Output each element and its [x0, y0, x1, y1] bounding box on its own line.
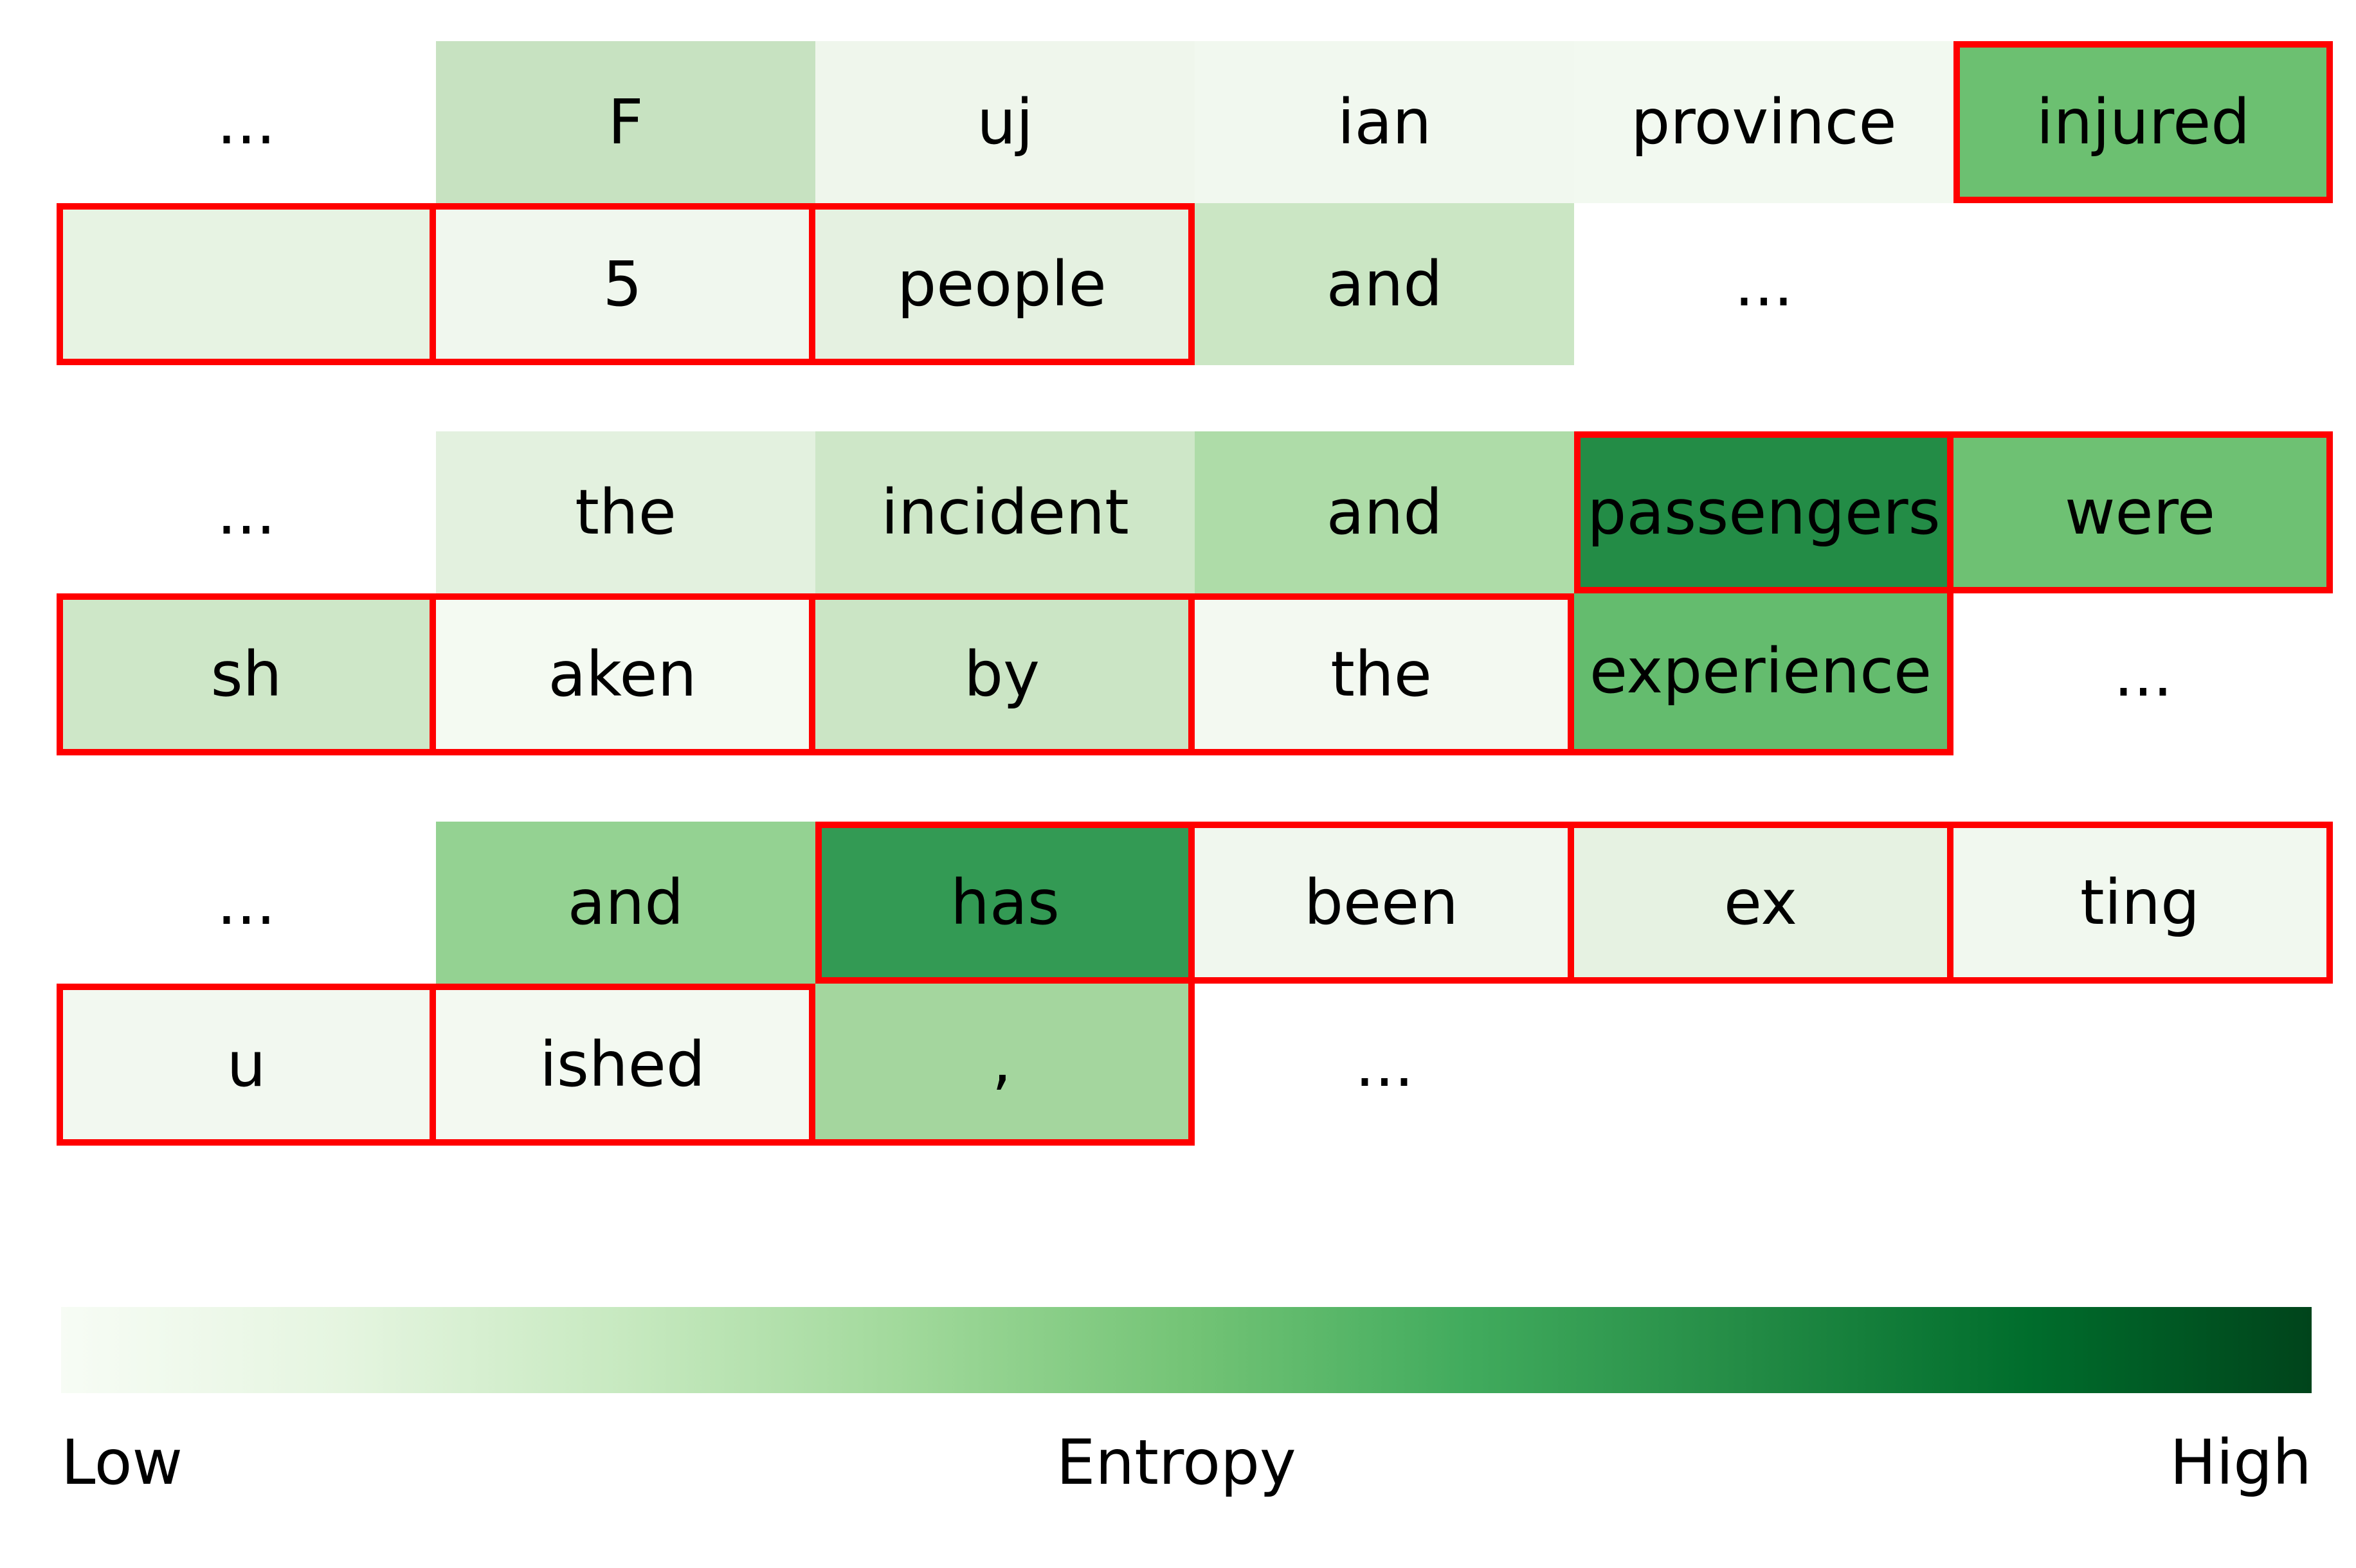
colorbar-axis-label: Entropy [1056, 1427, 1296, 1499]
token-cell: by [815, 593, 1195, 755]
token-text: passengers [1587, 476, 1941, 548]
token-text: province [1631, 86, 1897, 158]
colorbar-legend: Low Entropy High [61, 1427, 2312, 1499]
token-text: injured [2036, 86, 2251, 158]
token-row: ... the incident and passengers were [57, 431, 2356, 593]
token-cell: ting [1953, 822, 2333, 984]
token-text: were [2065, 476, 2215, 548]
token-text: by [964, 638, 1040, 710]
token-cell: been [1195, 822, 1574, 984]
token-cell: uj [815, 41, 1195, 203]
entropy-heatmap-figure: ... F uj ian province injured 5 people a… [0, 41, 2356, 1499]
token-text: uj [977, 86, 1033, 158]
token-cell: ian [1195, 41, 1574, 203]
token-text: 5 [603, 248, 642, 320]
token-cell: ... [1195, 984, 1574, 1146]
token-text: sh [210, 638, 282, 710]
token-cell: ... [57, 41, 436, 203]
entropy-colorbar [61, 1307, 2312, 1393]
token-text: , [992, 1025, 1012, 1097]
token-text: ting [2080, 867, 2200, 939]
token-text: and [567, 867, 684, 939]
colorbar-high-label: High [2170, 1427, 2312, 1499]
token-text: aken [548, 638, 697, 710]
token-cell: ... [57, 431, 436, 593]
token-row: u ished , ... [57, 984, 2356, 1146]
token-text: the [575, 476, 676, 548]
token-text: ... [217, 86, 276, 158]
token-text: and [1326, 476, 1443, 548]
token-cell: people [815, 203, 1195, 365]
token-cell: passengers [1574, 431, 1953, 593]
token-text: incident [881, 476, 1129, 548]
token-cell: , [815, 984, 1195, 1146]
token-text: people [897, 248, 1107, 320]
token-cell: ... [1574, 203, 1953, 365]
snippet-group-1: ... F uj ian province injured 5 people a… [57, 41, 2356, 365]
token-cell [57, 203, 436, 365]
token-text: F [608, 86, 644, 158]
token-text: ex [1723, 867, 1798, 939]
snippet-group-2: ... the incident and passengers were sh … [57, 431, 2356, 755]
token-cell: aken [436, 593, 815, 755]
token-text: ished [539, 1029, 705, 1101]
token-cell: ... [57, 822, 436, 984]
token-row: ... and has been ex ting [57, 822, 2356, 984]
snippet-group-3: ... and has been ex ting u ished , ... [57, 822, 2356, 1146]
token-cell: ... [1953, 593, 2333, 755]
token-cell: the [1195, 593, 1574, 755]
token-cell: and [436, 822, 815, 984]
token-cell: the [436, 431, 815, 593]
token-text: has [950, 867, 1060, 939]
token-text: u [226, 1029, 266, 1101]
token-row: sh aken by the experience ... [57, 593, 2356, 755]
token-cell: ished [436, 984, 815, 1146]
token-cell: F [436, 41, 815, 203]
token-cell: u [57, 984, 436, 1146]
token-cell: and [1195, 203, 1574, 365]
token-cell: province [1574, 41, 1953, 203]
token-cell: incident [815, 431, 1195, 593]
token-text: ... [2114, 638, 2173, 710]
token-cell: has [815, 822, 1195, 984]
token-text: been [1304, 867, 1458, 939]
token-row: 5 people and ... [57, 203, 2356, 365]
token-text: ... [217, 476, 276, 548]
token-cell: sh [57, 593, 436, 755]
token-cell: ex [1574, 822, 1953, 984]
token-text: experience [1589, 635, 1932, 707]
token-text: ... [1734, 248, 1793, 320]
colorbar-low-label: Low [61, 1427, 183, 1499]
token-text: ... [217, 867, 276, 939]
token-cell: experience [1574, 593, 1953, 755]
token-row: ... F uj ian province injured [57, 41, 2356, 203]
token-cell: injured [1953, 41, 2333, 203]
token-grid: ... F uj ian province injured 5 people a… [57, 41, 2356, 1146]
token-text: ian [1337, 86, 1432, 158]
token-text: and [1326, 248, 1443, 320]
token-cell: 5 [436, 203, 815, 365]
token-cell: were [1953, 431, 2333, 593]
token-text: ... [1355, 1029, 1414, 1101]
token-text: the [1330, 638, 1432, 710]
token-cell: and [1195, 431, 1574, 593]
